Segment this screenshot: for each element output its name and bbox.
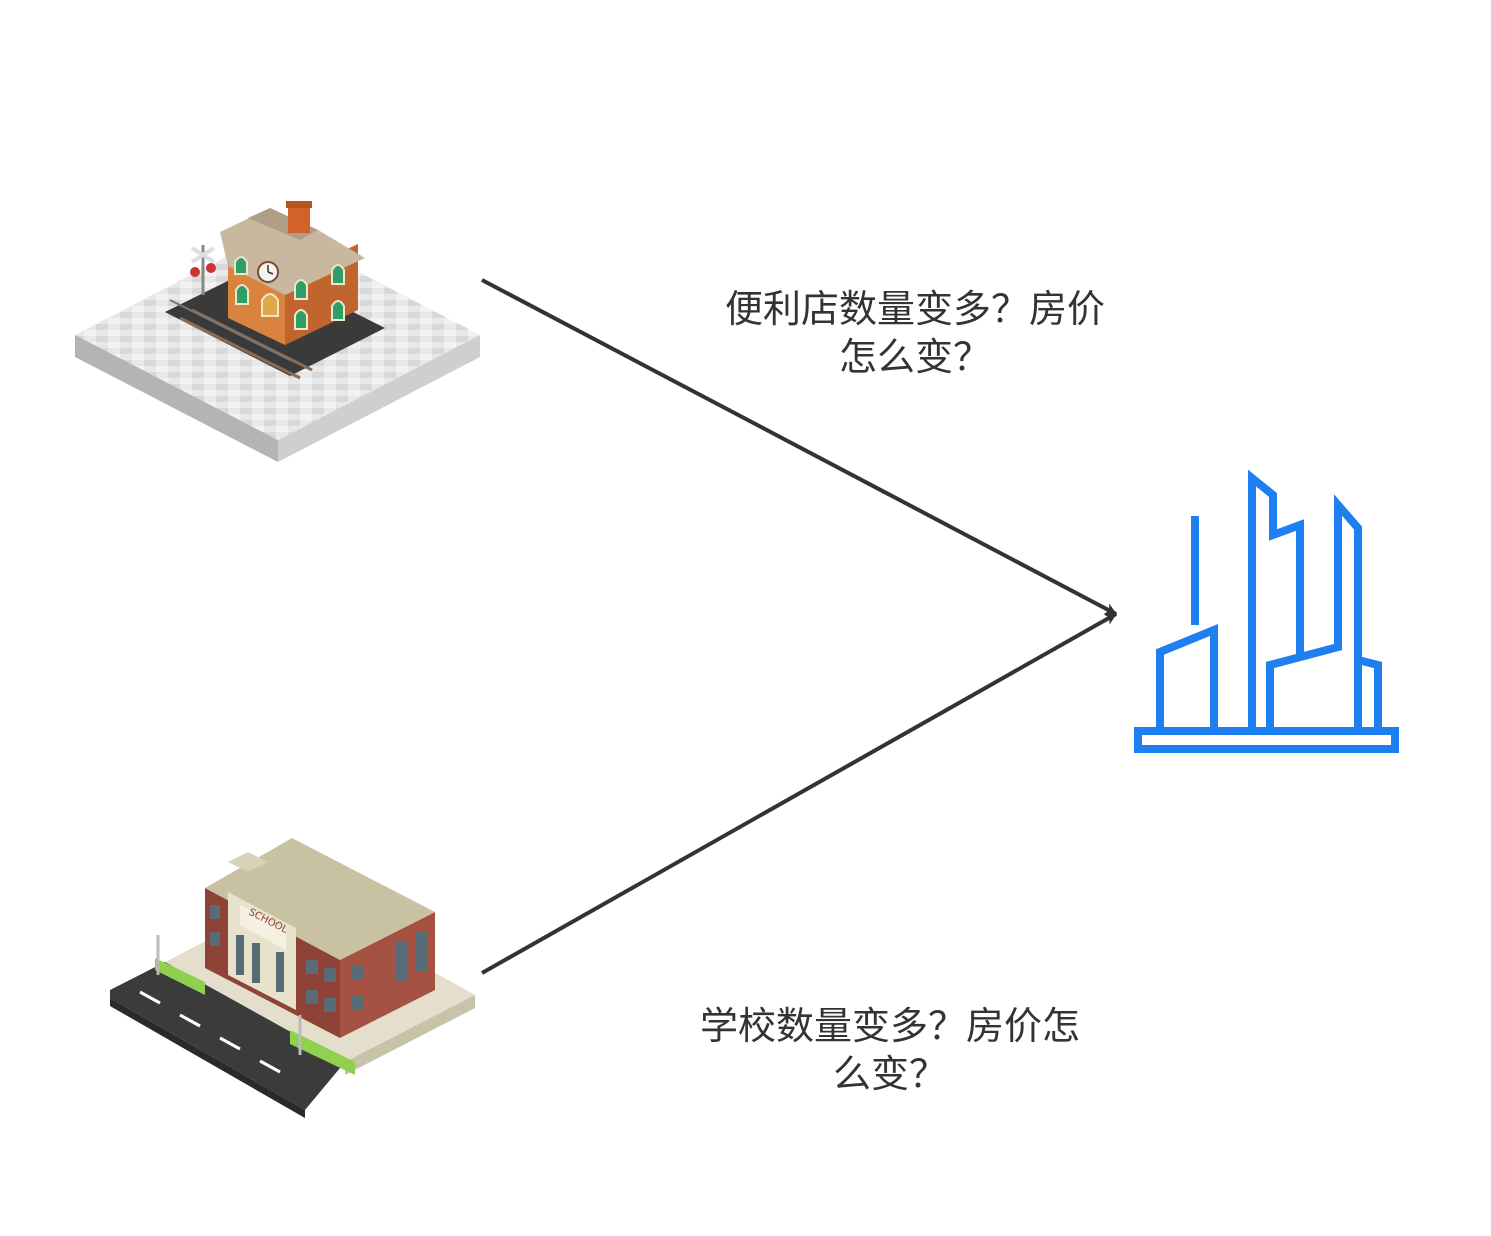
train-station-illustration (75, 201, 480, 462)
city-buildings-icon (1134, 469, 1399, 753)
edge-label-convenience-store: 便利店数量变多？房价 怎么变？ (724, 287, 1105, 379)
school-building-illustration: SCHOOL (110, 838, 475, 1118)
edge-label-school: 学校数量变多？房价怎 么变？ (699, 1004, 1080, 1096)
arrow-school-to-city (481, 612, 1118, 975)
arrow-station-to-city (481, 278, 1118, 616)
